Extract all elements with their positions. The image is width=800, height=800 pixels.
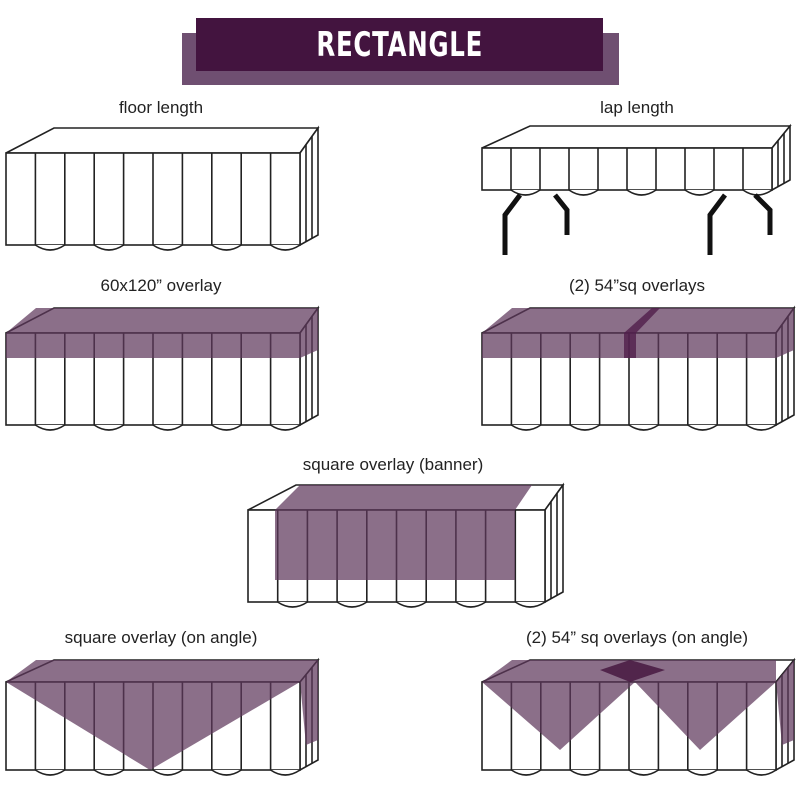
overlay-cloth	[482, 308, 794, 358]
pleat-scallop	[687, 424, 718, 431]
overlay-overlap	[624, 308, 660, 358]
pleat-scallop	[277, 601, 308, 608]
table-60x120-overlay	[5, 305, 320, 431]
title-banner: RECTANGLE	[196, 18, 603, 71]
overlay-angle-cloth	[482, 660, 776, 750]
pleat-scallop	[93, 769, 125, 776]
table-top	[481, 125, 792, 149]
label-square-banner: square overlay (banner)	[302, 455, 484, 474]
pleat-scallop	[211, 769, 242, 776]
table-top	[5, 127, 320, 154]
pleat-scallop	[687, 769, 718, 776]
pleat-scallop	[628, 769, 659, 776]
pleat-scallop	[626, 189, 657, 196]
pleat-scallop	[455, 601, 487, 608]
pleat-scallop	[396, 601, 427, 608]
table-leg	[553, 193, 570, 235]
label-two-54sq-overlays: (2) 54”sq overlays	[568, 276, 706, 295]
table-leg	[707, 193, 727, 255]
table-leg	[753, 193, 773, 235]
overlay-overlap	[600, 660, 665, 682]
pleat-scallop	[152, 424, 183, 431]
table-lap-length	[481, 123, 792, 255]
overlay-angle-side	[300, 660, 318, 745]
pleat-scallop	[34, 424, 66, 431]
table-leg	[502, 193, 522, 255]
pleat-scallop	[684, 189, 715, 196]
pleat-scallop	[93, 244, 125, 251]
table-two-54sq-angle	[481, 657, 796, 776]
pleat-scallop	[746, 424, 777, 431]
pleat-scallop	[34, 769, 66, 776]
pleat-scallop	[211, 424, 242, 431]
pleat-scallop	[93, 424, 125, 431]
label-square-angle: square overlay (on angle)	[64, 628, 258, 647]
table-two-54sq-overlays	[481, 305, 796, 431]
label-floor-length: floor length	[118, 98, 204, 117]
pleat-scallop	[336, 601, 368, 608]
pleat-scallop	[34, 244, 66, 251]
pleat-scallop	[569, 424, 601, 431]
pleat-scallop	[270, 769, 301, 776]
overlay-angle-cloth	[6, 660, 318, 770]
pleat-scallop	[628, 424, 659, 431]
pleat-scallop	[211, 244, 242, 251]
label-60x120-overlay: 60x120” overlay	[100, 276, 222, 295]
pleat-scallop	[510, 424, 542, 431]
pleat-scallop	[510, 189, 541, 196]
overlay-angle-side	[776, 660, 794, 745]
table-floor-length	[5, 125, 320, 251]
pleat-scallop	[568, 189, 599, 196]
pleat-scallop	[510, 769, 542, 776]
pleat-scallop	[569, 769, 601, 776]
pleat-scallop	[152, 244, 183, 251]
page-title: RECTANGLE	[316, 24, 483, 65]
pleat-scallop	[514, 601, 546, 608]
overlay-cloth	[6, 308, 318, 358]
pleat-scallop	[270, 424, 301, 431]
label-lap-length: lap length	[600, 98, 674, 117]
pleat-scallop	[152, 769, 183, 776]
label-two-54sq-angle: (2) 54” sq overlays (on angle)	[525, 628, 749, 647]
table-square-banner	[247, 482, 565, 608]
table-square-angle	[5, 657, 320, 776]
overlay-banner-cloth	[275, 485, 532, 580]
pleat-scallop	[746, 769, 777, 776]
pleat-scallop	[270, 244, 301, 251]
